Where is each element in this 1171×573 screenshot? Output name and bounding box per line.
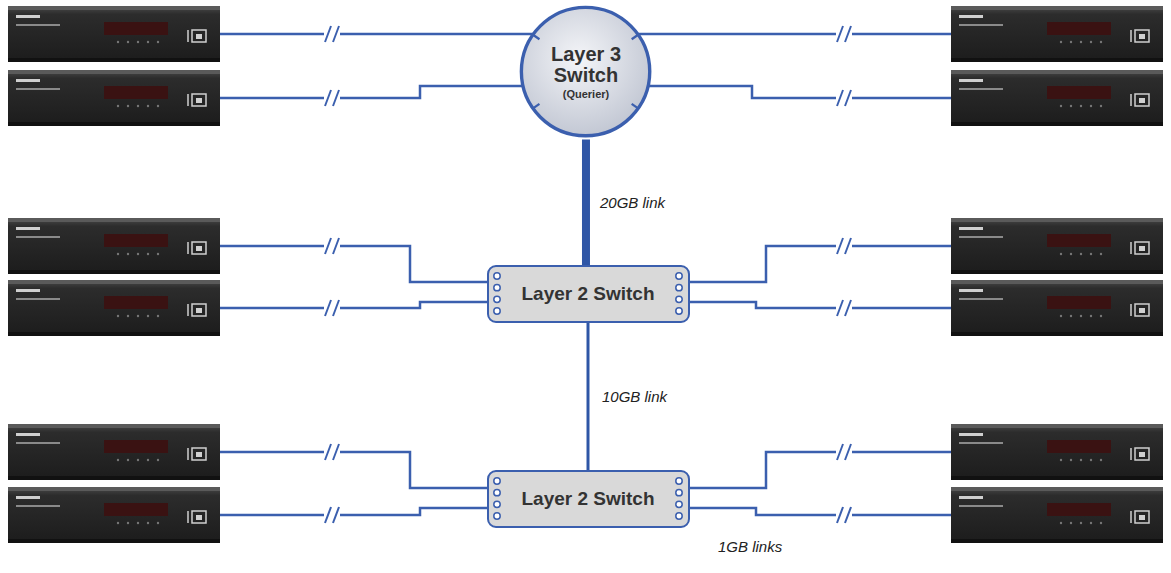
port-tick <box>533 104 539 109</box>
network-link <box>582 140 590 265</box>
kvm-device <box>8 280 220 336</box>
break-mark <box>836 300 852 316</box>
kvm-device <box>8 70 220 126</box>
wire <box>644 86 951 98</box>
layer3-switch-circle: Layer 3 Switch (Querier) <box>518 4 653 139</box>
wire <box>220 86 528 98</box>
kvm-device <box>951 280 1163 336</box>
kvm-device <box>951 424 1163 480</box>
port-circle <box>675 273 681 279</box>
port-tick <box>632 35 638 40</box>
node-content: Layer 3 Switch (Querier) <box>538 44 634 100</box>
port-circle <box>675 308 681 314</box>
break-mark <box>836 238 852 254</box>
wire <box>220 508 487 515</box>
node-content: Layer 2 Switch <box>521 489 654 510</box>
switch-name: Layer 2 Switch <box>521 284 654 305</box>
kvm-device <box>8 487 220 543</box>
layer2-switch-box: Layer 2 Switch <box>487 265 690 323</box>
wire <box>690 302 951 308</box>
kvm-device <box>951 6 1163 62</box>
port-circle <box>493 296 499 302</box>
break-mark <box>324 507 340 523</box>
wire <box>220 452 487 488</box>
break-mark <box>836 90 852 106</box>
port-circle <box>675 296 681 302</box>
port-circle <box>675 489 681 495</box>
kvm-device <box>8 218 220 274</box>
port-circle <box>675 284 681 290</box>
break-mark <box>836 26 852 42</box>
break-mark <box>836 444 852 460</box>
wire <box>690 246 951 282</box>
port-circle <box>493 273 499 279</box>
switch-name: Layer 2 Switch <box>521 489 654 510</box>
circle-shape <box>522 8 650 136</box>
port-circle <box>675 501 681 507</box>
wire <box>220 246 487 282</box>
wire <box>632 33 951 36</box>
link-label: 10GB link <box>600 388 669 405</box>
kvm-device <box>951 487 1163 543</box>
link-speed-note: 1GB links <box>716 538 784 555</box>
switch-role: (Querier) <box>563 88 609 100</box>
link-label: 20GB link <box>598 194 667 211</box>
port-circle <box>493 489 499 495</box>
port-circle <box>493 513 499 519</box>
kvm-device <box>951 218 1163 274</box>
wire <box>220 33 540 36</box>
network-link <box>587 323 590 470</box>
node-content: Layer 2 Switch <box>521 284 654 305</box>
wire <box>690 452 951 488</box>
port-circle <box>493 478 499 484</box>
port-circle <box>493 284 499 290</box>
switch-name: Layer 3 Switch <box>538 44 634 86</box>
port-circle <box>493 501 499 507</box>
wire <box>220 302 487 308</box>
port-tick <box>632 104 638 109</box>
kvm-device <box>8 6 220 62</box>
port-circle <box>675 478 681 484</box>
break-mark <box>836 507 852 523</box>
kvm-device <box>951 70 1163 126</box>
break-mark <box>324 26 340 42</box>
break-mark <box>324 90 340 106</box>
break-mark <box>324 444 340 460</box>
port-circle <box>493 308 499 314</box>
port-circle <box>675 513 681 519</box>
layer2-switch-box: Layer 2 Switch <box>487 470 690 528</box>
break-mark <box>324 300 340 316</box>
wire <box>690 508 951 515</box>
kvm-device <box>8 424 220 480</box>
port-tick <box>533 35 539 40</box>
kvm-devices <box>8 6 1163 543</box>
break-mark <box>324 238 340 254</box>
